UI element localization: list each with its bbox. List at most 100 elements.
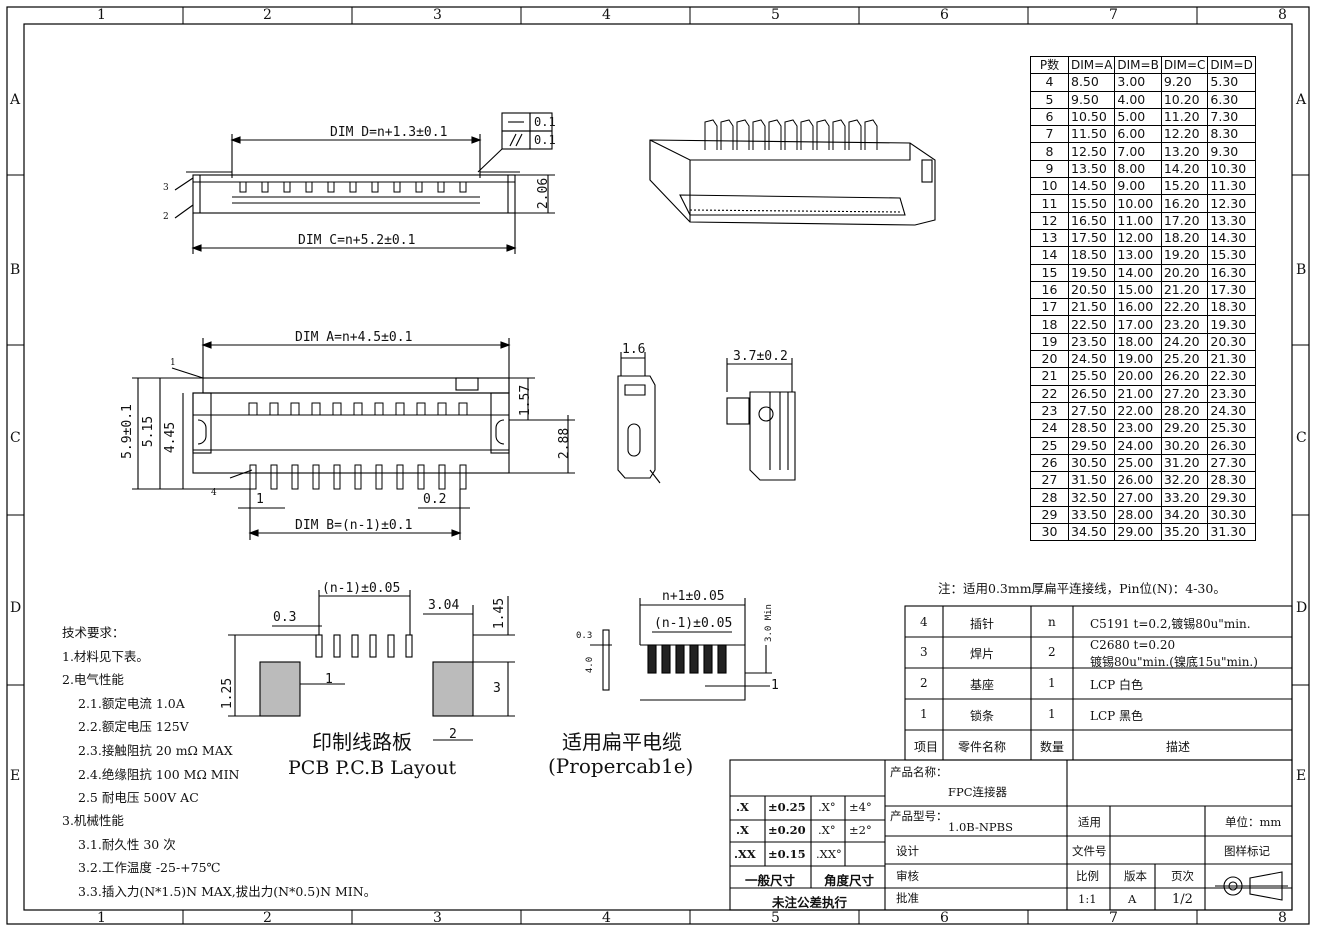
dim-cell: 13.30 xyxy=(1207,211,1256,230)
page-value: 1/2 xyxy=(1172,892,1193,907)
row-label: A xyxy=(1296,92,1307,108)
bom-header: 零件名称 xyxy=(958,740,1007,754)
pin-count-cell: 8 xyxy=(1030,142,1069,161)
pin-count-cell: 4 xyxy=(1030,73,1069,92)
dim-cell: 9.00 xyxy=(1114,177,1162,196)
bom-cell: 镀锡80u"min.(镍底15u"min.) xyxy=(1090,655,1258,669)
dim-cell: 28.30 xyxy=(1207,471,1256,490)
pcb-title-cn: 印制线路板 xyxy=(312,730,412,754)
height-label: 2.06 xyxy=(536,177,552,210)
bom-header: 描述 xyxy=(1166,740,1191,754)
col-label: 2 xyxy=(263,7,272,23)
bom-cell: 1 xyxy=(920,707,928,721)
dim-cell: 26.50 xyxy=(1067,384,1116,403)
dim-cell: 16.20 xyxy=(1160,194,1209,213)
h157-label: 1.57 xyxy=(518,384,534,417)
h59-label: 5.9±0.1 xyxy=(119,404,135,459)
req-line: 2.4.绝缘阻抗 100 MΩ MIN xyxy=(78,767,240,782)
table-header: DIM=A xyxy=(1067,55,1116,75)
tol-general: 一般尺寸 xyxy=(745,873,796,888)
unit-label: 单位：mm xyxy=(1225,815,1282,829)
dim-cell: 4.00 xyxy=(1114,90,1162,109)
req-line: 3.机械性能 xyxy=(62,813,124,828)
tol-cell: .XX° xyxy=(816,847,842,861)
pin-count-cell: 15 xyxy=(1030,263,1069,282)
approve-label: 批准 xyxy=(896,891,919,905)
pin-count-cell: 17 xyxy=(1030,298,1069,317)
design-label: 设计 xyxy=(896,844,919,858)
table-header: P数 xyxy=(1030,55,1069,75)
dim-cell: 22.00 xyxy=(1114,401,1162,421)
bom-cell: 2 xyxy=(1048,645,1056,659)
dim-cell: 21.00 xyxy=(1114,384,1162,403)
dim-a-label: DIM A=n+4.5±0.1 xyxy=(295,330,413,345)
dim-cell: 9.30 xyxy=(1207,142,1256,161)
model-label: 产品型号： xyxy=(890,809,948,823)
pin-count-cell: 24 xyxy=(1030,419,1069,438)
pcb-1-label: 1 xyxy=(325,672,333,687)
table-header: DIM=C xyxy=(1160,55,1209,75)
pin-count-cell: 9 xyxy=(1030,159,1069,179)
dim-cell: 23.50 xyxy=(1067,332,1116,352)
dim-cell: 34.20 xyxy=(1160,505,1209,525)
row-label: A xyxy=(10,92,21,108)
dim-cell: 24.50 xyxy=(1067,350,1116,369)
dim-cell: 23.30 xyxy=(1207,384,1256,403)
parallel-value: 0.1 xyxy=(534,133,556,147)
dim-cell: 16.00 xyxy=(1114,298,1162,317)
col-label: 8 xyxy=(1278,910,1287,926)
dim-cell: 14.00 xyxy=(1114,263,1162,282)
dim-cell: 31.50 xyxy=(1067,471,1116,490)
pcb-125-label: 1.25 xyxy=(220,677,236,710)
table-header: DIM=D xyxy=(1207,55,1256,75)
dim-b-label: DIM B=(n-1)±0.1 xyxy=(295,518,413,533)
dim-cell: 27.20 xyxy=(1160,384,1209,403)
dim-cell: 6.30 xyxy=(1207,90,1256,109)
cable-view xyxy=(590,598,772,701)
product-name-label: 产品名称： xyxy=(890,765,948,779)
dim-cell: 20.20 xyxy=(1160,263,1209,282)
tol-cell: ±0.25 xyxy=(768,800,806,814)
pin-count-cell: 19 xyxy=(1030,332,1069,352)
dim-cell: 16.50 xyxy=(1067,211,1116,230)
dim-cell: 25.30 xyxy=(1207,419,1256,438)
page-label: 页次 xyxy=(1171,869,1194,883)
version-label: 版本 xyxy=(1124,869,1147,883)
dim-cell: 16.30 xyxy=(1207,263,1256,282)
dim-cell: 23.20 xyxy=(1160,315,1209,334)
dim-cell: 18.50 xyxy=(1067,246,1116,265)
side2-width-label: 3.7±0.2 xyxy=(733,349,788,364)
dim-cell: 35.20 xyxy=(1160,523,1209,542)
tol-cell: ±0.20 xyxy=(768,823,806,837)
dim-cell: 24.00 xyxy=(1114,436,1162,455)
dim-cell: 25.50 xyxy=(1067,367,1116,386)
dim-cell: 20.00 xyxy=(1114,367,1162,386)
version-value: A xyxy=(1128,892,1137,906)
dim-cell: 29.00 xyxy=(1114,523,1162,542)
dim-cell: 11.20 xyxy=(1160,107,1209,127)
dim-cell: 15.00 xyxy=(1114,280,1162,300)
pin-count-cell: 18 xyxy=(1030,315,1069,334)
dim-cell: 32.20 xyxy=(1160,471,1209,490)
bom-cell: C5191 t=0.2,镀锡80u"min. xyxy=(1090,617,1251,631)
table-header: DIM=B xyxy=(1114,55,1162,75)
dim-cell: 24.30 xyxy=(1207,401,1256,421)
dim-cell: 15.50 xyxy=(1067,194,1116,213)
dim-cell: 12.20 xyxy=(1160,125,1209,144)
dim-cell: 18.20 xyxy=(1160,228,1209,248)
dim-cell: 30.50 xyxy=(1067,453,1116,473)
dim-cell: 32.50 xyxy=(1067,488,1116,507)
dim-cell: 8.30 xyxy=(1207,125,1256,144)
col-label: 5 xyxy=(771,7,780,23)
